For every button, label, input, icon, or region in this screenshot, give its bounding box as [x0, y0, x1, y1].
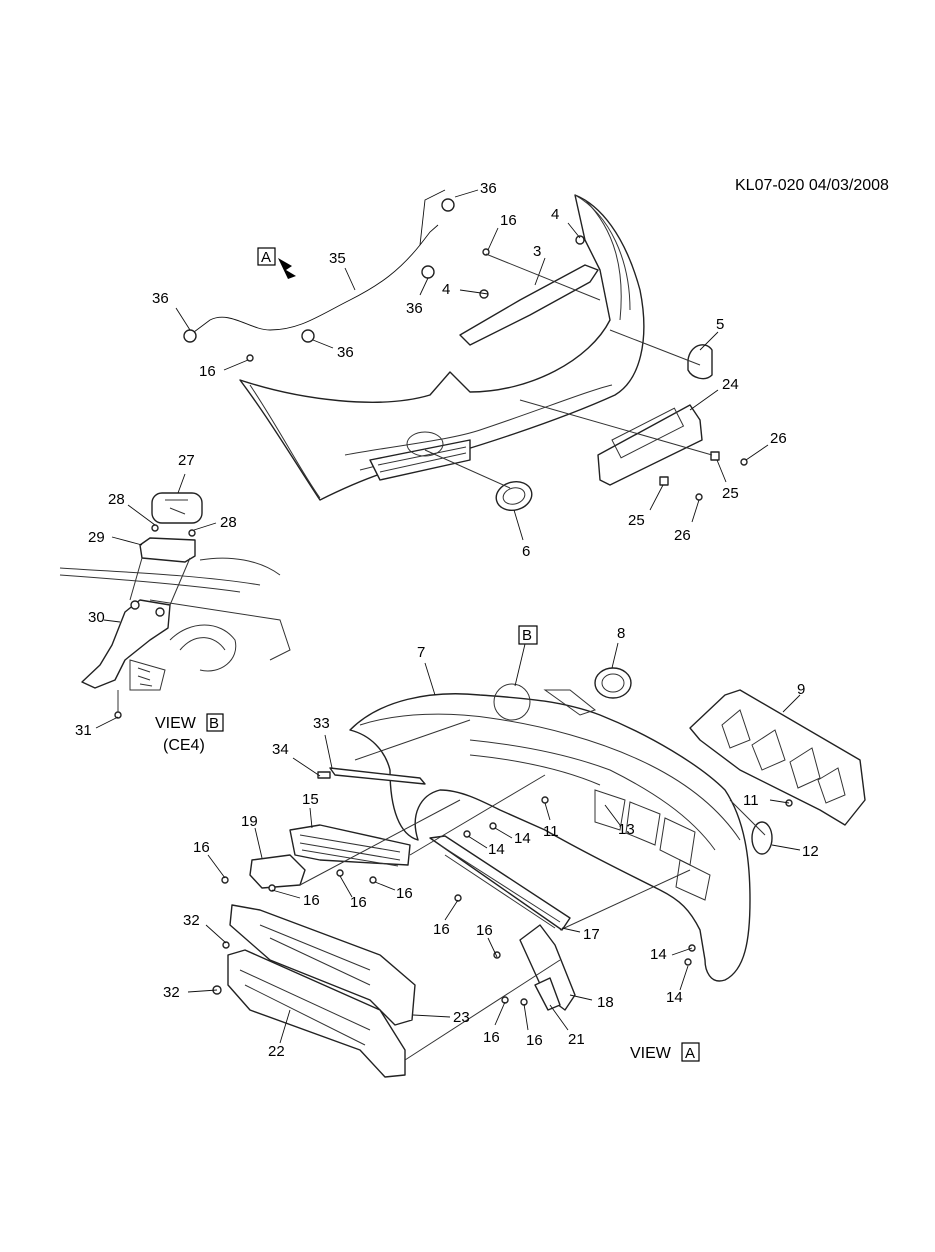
callout-number: 16 — [199, 363, 216, 380]
callout-number: 30 — [88, 609, 105, 626]
view-b-marker: B — [522, 627, 532, 644]
callout-number: 14 — [514, 830, 531, 847]
wiring-harness — [189, 189, 446, 336]
view-b-detail: VIEW B (CE4) — [59, 473, 291, 754]
fog-bezel-right — [687, 344, 713, 380]
callout-numbers: 36 16 4 3 35 36 4 36 36 5 16 24 26 25 25… — [75, 180, 819, 1060]
lower-bumper-assembly: B — [212, 625, 866, 1078]
callout-number: 8 — [617, 625, 625, 642]
callout-number: 28 — [108, 491, 125, 508]
callout-number: 16 — [483, 1029, 500, 1046]
callout-number: 26 — [674, 527, 691, 544]
license-bracket — [597, 404, 703, 486]
callout-number: 29 — [88, 529, 105, 546]
view-a-arrow-icon — [278, 258, 296, 279]
callout-number: 11 — [543, 823, 559, 840]
washer-bracket — [139, 537, 196, 563]
skid-plate — [689, 689, 866, 826]
callout-number: 16 — [526, 1032, 543, 1049]
view-b-sub: (CE4) — [163, 737, 205, 754]
callout-number: 18 — [597, 994, 614, 1011]
fog-housing-left — [249, 854, 306, 889]
rear-fascia — [349, 693, 751, 982]
callout-number: 15 — [302, 791, 319, 808]
callout-number: 27 — [178, 452, 195, 469]
callout-number: 19 — [241, 813, 258, 830]
retainer-strip — [329, 767, 426, 785]
callout-number: 21 — [568, 1031, 585, 1048]
reflector-right — [751, 821, 773, 855]
energy-absorber-upper — [459, 264, 599, 346]
callout-number: 9 — [797, 681, 805, 698]
view-a-marker-box — [257, 247, 276, 266]
callout-number: 16 — [500, 212, 517, 229]
washer-cap — [151, 492, 203, 524]
callout-number: 23 — [453, 1009, 470, 1026]
diagram-code: KL07-020 04/03/2008 — [735, 177, 889, 194]
callout-number: 7 — [417, 644, 425, 661]
callout-number: 25 — [722, 485, 739, 502]
callout-number: 36 — [480, 180, 497, 197]
callout-number: 4 — [442, 281, 450, 298]
callout-number: 4 — [551, 206, 559, 223]
tow-eye-cover — [594, 667, 632, 699]
lower-grille-left — [289, 824, 411, 866]
callout-number: 16 — [303, 892, 320, 909]
washer-nozzle-assembly — [81, 599, 171, 689]
view-b-word: VIEW — [155, 715, 197, 732]
sensor-36d — [441, 198, 455, 212]
callout-number: 14 — [488, 841, 505, 858]
callout-number: 16 — [476, 922, 493, 939]
fascia-grille — [369, 439, 471, 481]
callout-number: 13 — [618, 821, 635, 838]
callout-number: 32 — [163, 984, 180, 1001]
view-a-word: VIEW — [630, 1045, 672, 1062]
callout-number: 36 — [406, 300, 423, 317]
callout-number: 34 — [272, 741, 289, 758]
callout-number: 36 — [152, 290, 169, 307]
sensor-36a — [183, 329, 197, 343]
view-a-letter: A — [685, 1045, 695, 1062]
callout-number: 28 — [220, 514, 237, 531]
callout-number: 14 — [650, 946, 667, 963]
impact-bar — [227, 949, 406, 1078]
callout-number: 11 — [743, 792, 759, 809]
callout-number: 35 — [329, 250, 346, 267]
view-b-letter: B — [209, 715, 219, 732]
view-b-callout-circle — [493, 683, 531, 721]
fog-bezel-left — [495, 480, 533, 512]
sensor-36b — [301, 329, 315, 343]
callout-number: 6 — [522, 543, 530, 560]
callout-number: 22 — [268, 1043, 285, 1060]
callout-number: 36 — [337, 344, 354, 361]
bracket-21 — [534, 977, 561, 1011]
view-a-label: VIEW A — [630, 1042, 700, 1062]
callout-number: 25 — [628, 512, 645, 529]
view-a-marker: A — [261, 249, 271, 266]
callout-number: 16 — [433, 921, 450, 938]
lower-leaders — [187, 642, 801, 1044]
upper-bumper-assembly: A — [183, 189, 748, 512]
callout-number: 12 — [802, 843, 819, 860]
callout-number: 26 — [770, 430, 787, 447]
sensor-36c — [421, 265, 435, 279]
energy-absorber — [229, 904, 416, 1026]
callout-number: 14 — [666, 989, 683, 1006]
front-fascia-upper — [239, 194, 645, 501]
callout-number: 5 — [716, 316, 724, 333]
callout-number: 16 — [350, 894, 367, 911]
callout-number: 24 — [722, 376, 739, 393]
callout-number: 3 — [533, 243, 541, 260]
callout-number: 17 — [583, 926, 600, 943]
upper-leaders — [175, 189, 769, 541]
callout-number: 16 — [396, 885, 413, 902]
callout-number: 16 — [193, 839, 210, 856]
callout-number: 31 — [75, 722, 92, 739]
callout-number: 33 — [313, 715, 330, 732]
callout-number: 32 — [183, 912, 200, 929]
